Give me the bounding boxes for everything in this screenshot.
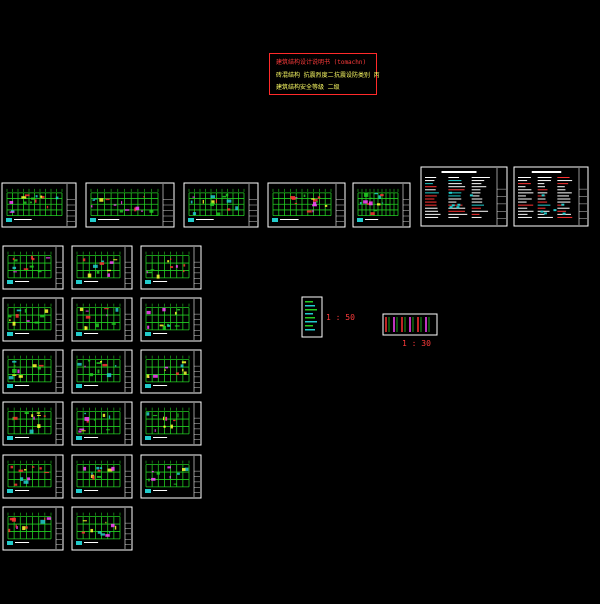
drawing-sheet-3[interactable] (267, 182, 346, 228)
title-block[interactable]: 建筑结构设计说明书 (tomachn) 砖混结构 抗震烈度二 抗震设防类别 丙 … (269, 53, 380, 95)
drawing-sheet-21[interactable] (140, 454, 202, 499)
title-line-1: 建筑结构设计说明书 (tomachn) (276, 59, 367, 66)
drawing-sheet-23[interactable] (71, 506, 133, 551)
drawing-sheet-8[interactable] (71, 245, 133, 290)
drawing-sheet-4[interactable] (352, 182, 411, 228)
drawing-sheet-15[interactable] (140, 349, 202, 394)
drawing-sheet-10[interactable] (2, 297, 64, 342)
detail-sheet-left[interactable] (301, 296, 323, 338)
title-line-2b: 抗震设防类别 丙 (334, 72, 380, 79)
detail-sheet-right[interactable] (382, 313, 438, 336)
drawing-sheet-17[interactable] (71, 401, 133, 446)
drawing-sheet-18[interactable] (140, 401, 202, 446)
drawing-sheet-11[interactable] (71, 297, 133, 342)
drawing-sheet-7[interactable] (2, 245, 64, 290)
drawing-sheet-14[interactable] (71, 349, 133, 394)
drawing-sheet-6[interactable] (513, 166, 589, 227)
drawing-sheet-19[interactable] (2, 454, 64, 499)
scale-label-left: 1 : 50 (326, 313, 355, 322)
drawing-sheet-12[interactable] (140, 297, 202, 342)
drawing-sheet-1[interactable] (85, 182, 175, 228)
drawing-sheet-16[interactable] (2, 401, 64, 446)
scale-label-right: 1 : 30 (402, 339, 431, 348)
title-line-2a: 砖混结构 抗震烈度二 (276, 72, 334, 79)
drawing-sheet-20[interactable] (71, 454, 133, 499)
drawing-sheet-13[interactable] (2, 349, 64, 394)
title-line-3: 建筑结构安全等级 二级 (276, 84, 340, 91)
drawing-sheet-2[interactable] (183, 182, 259, 228)
drawing-sheet-22[interactable] (2, 506, 64, 551)
drawing-sheet-9[interactable] (140, 245, 202, 290)
drawing-sheet-0[interactable] (1, 182, 77, 228)
drawing-sheet-5[interactable] (420, 166, 508, 227)
